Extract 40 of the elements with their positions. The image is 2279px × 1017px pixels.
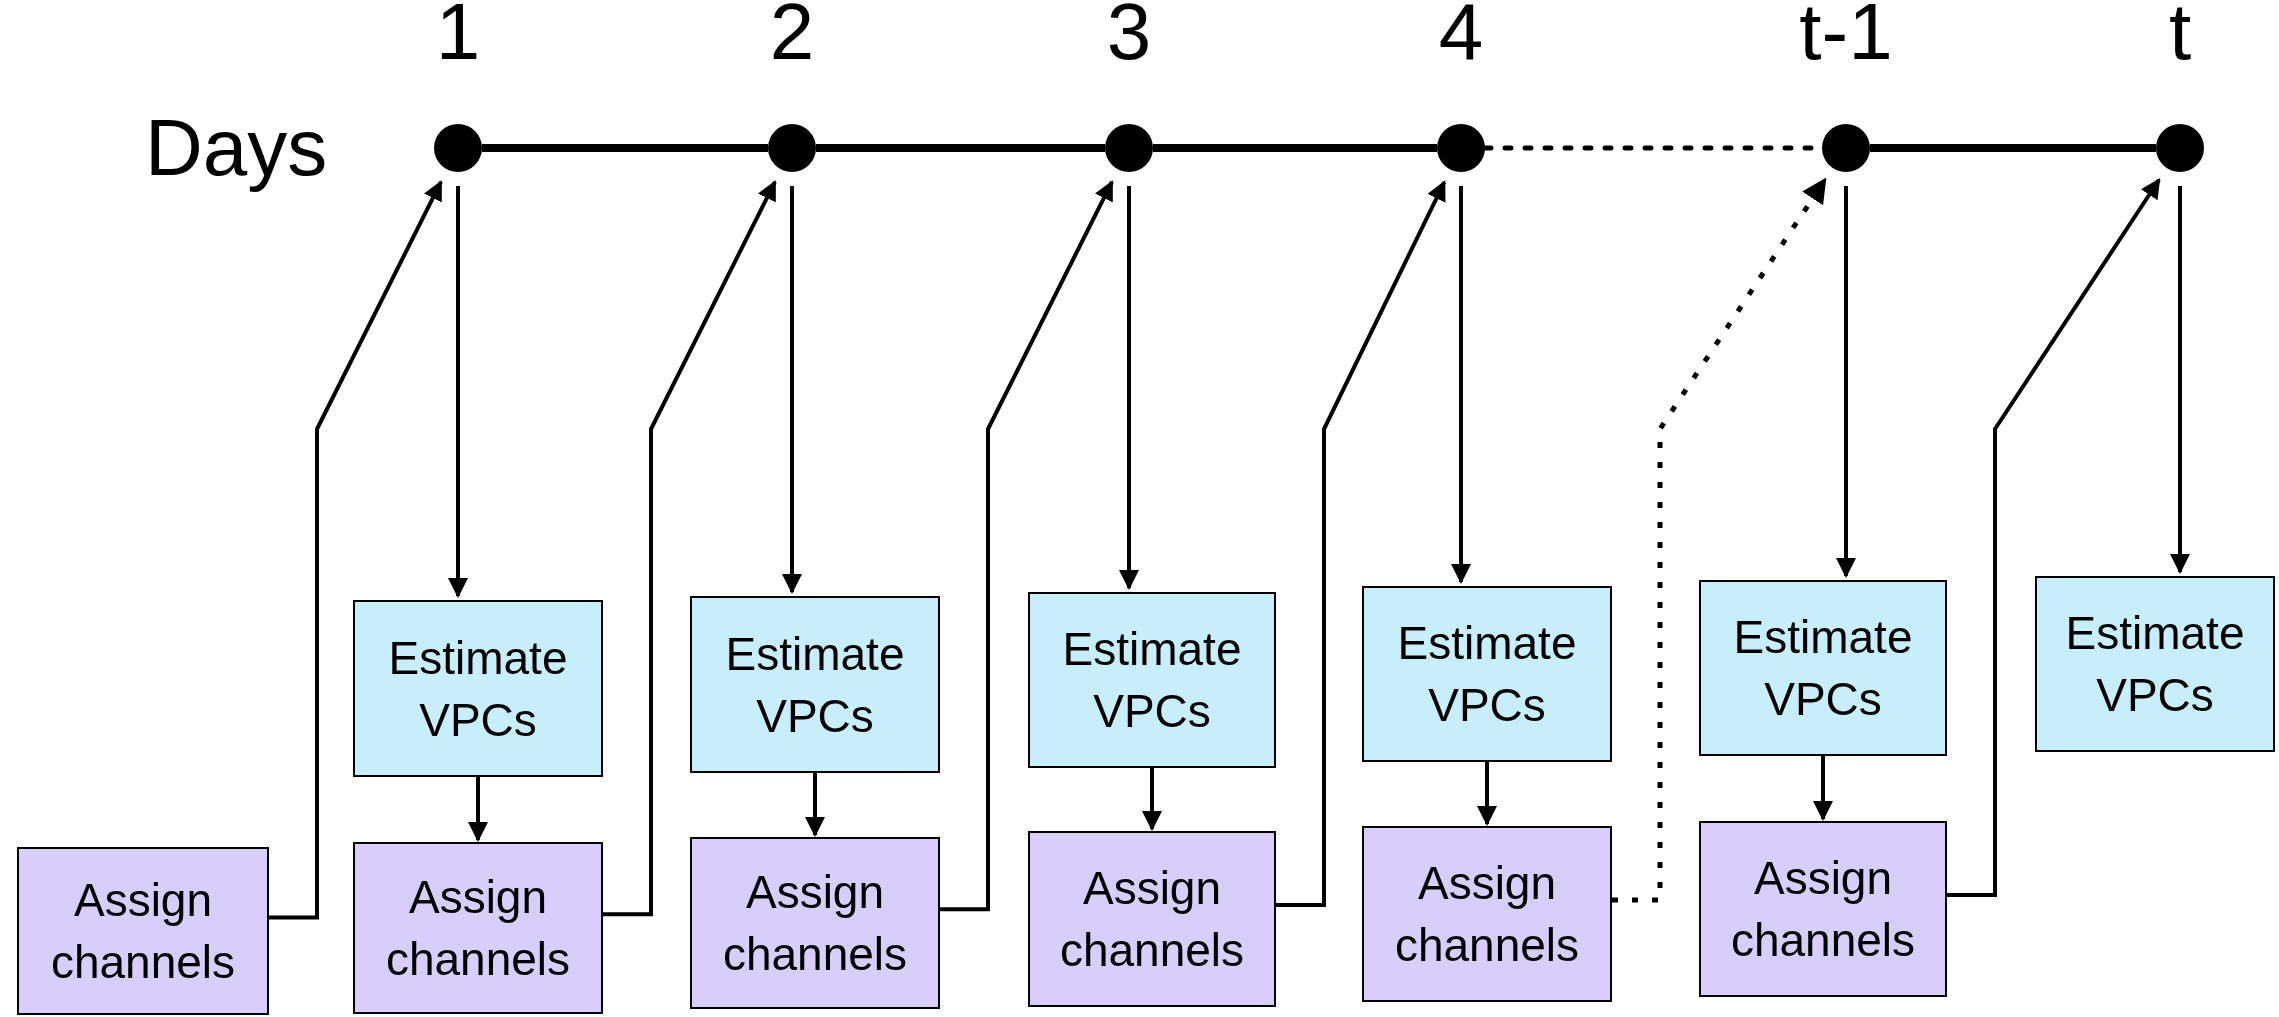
arrow — [1947, 178, 2161, 897]
process-box: Assign channels — [1699, 821, 1947, 997]
process-box: Estimate VPCs — [1028, 592, 1276, 768]
arrow — [1836, 186, 1856, 578]
arrow — [1276, 180, 1447, 907]
process-box: Estimate VPCs — [353, 600, 603, 777]
arrow — [1612, 177, 1828, 903]
process-box: Assign channels — [690, 837, 940, 1009]
process-box: Assign channels — [1028, 831, 1276, 1007]
process-box: Estimate VPCs — [1699, 580, 1947, 756]
arrow — [782, 186, 802, 594]
day-number: 3 — [1106, 0, 1152, 78]
arrow — [805, 773, 825, 837]
arrow — [1477, 762, 1497, 826]
arrow — [468, 777, 488, 842]
process-box: Estimate VPCs — [690, 596, 940, 773]
day-number: 2 — [769, 0, 815, 78]
process-box: Assign channels — [353, 842, 603, 1014]
timeline-line — [816, 144, 1105, 152]
arrow — [1142, 768, 1162, 831]
arrow — [603, 180, 777, 917]
day-number: 1 — [435, 0, 481, 78]
timeline-line — [1153, 144, 1437, 152]
arrow — [2170, 186, 2190, 574]
process-box: Assign channels — [1362, 826, 1612, 1002]
timeline-line — [482, 144, 768, 152]
timeline-line — [1870, 144, 2156, 152]
process-box: Estimate VPCs — [2035, 576, 2275, 752]
axis-label: Days — [145, 102, 328, 194]
arrow — [1813, 756, 1833, 821]
day-number: t-1 — [1799, 0, 1893, 78]
process-box: Assign channels — [17, 847, 269, 1015]
arrow — [940, 180, 1114, 912]
arrow — [448, 186, 468, 598]
process-box: Estimate VPCs — [1362, 586, 1612, 762]
arrow — [1451, 186, 1471, 584]
day-number: t — [2168, 0, 2192, 78]
arrow — [1119, 186, 1139, 590]
arrow — [269, 180, 443, 920]
day-number: 4 — [1438, 0, 1484, 78]
